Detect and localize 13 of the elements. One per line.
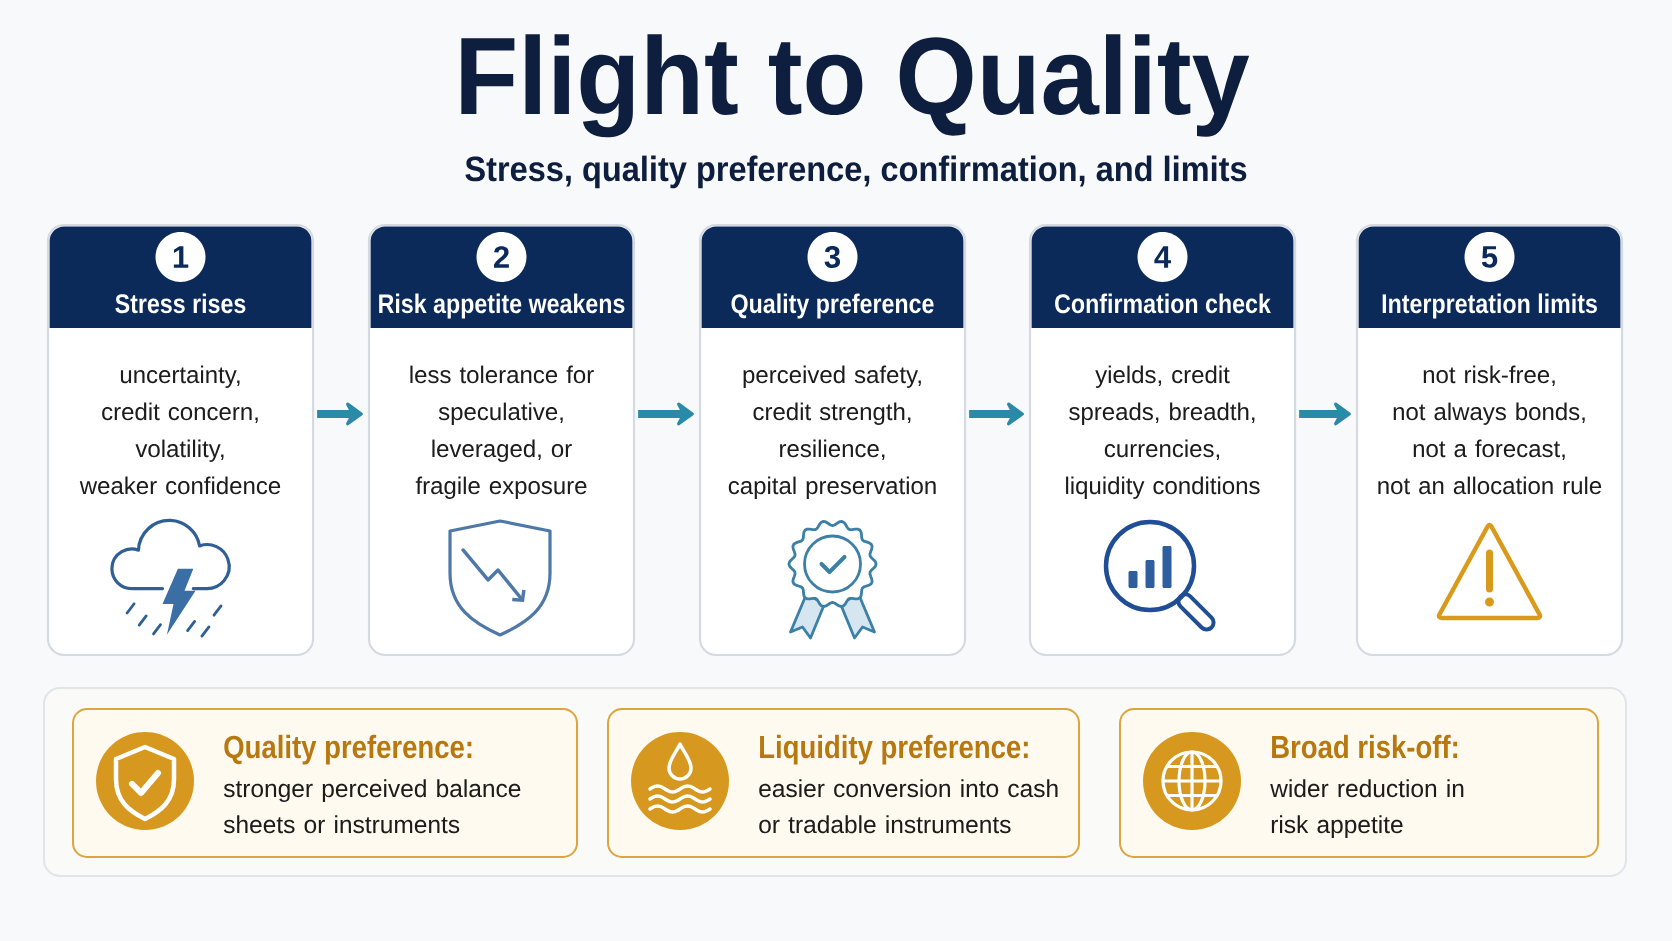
card-text: less tolerance for speculative, leveraged, or fragile exposure	[410, 365, 594, 499]
box-text: wider reduction in risk appetite	[1270, 779, 1464, 839]
card-text: yields, credit spreads, breadth, currencies, liquidity conditions	[1066, 365, 1260, 499]
box-heading: Quality preference:	[224, 734, 472, 765]
card-text: not risk-free, not always bonds, not a forecast, not an allocation rule	[1378, 365, 1602, 495]
card-text: uncertainty, credit concern, volatility, weaker confidence	[79, 365, 281, 495]
subtitle: Stress, quality preference, confirmation, and limits	[465, 155, 1247, 189]
box-heading: Liquidity preference:	[760, 734, 1028, 765]
card-text: perceived safety, credit strength, resilience, capital preservation	[728, 365, 936, 499]
box-heading: Broad risk-off:	[1272, 734, 1458, 759]
title: Flight to Quality	[461, 34, 1250, 138]
box-text: easier conversion into cash or tradable instruments	[759, 779, 1058, 834]
box-text: stronger perceived balance sheets or instruments	[223, 779, 521, 834]
